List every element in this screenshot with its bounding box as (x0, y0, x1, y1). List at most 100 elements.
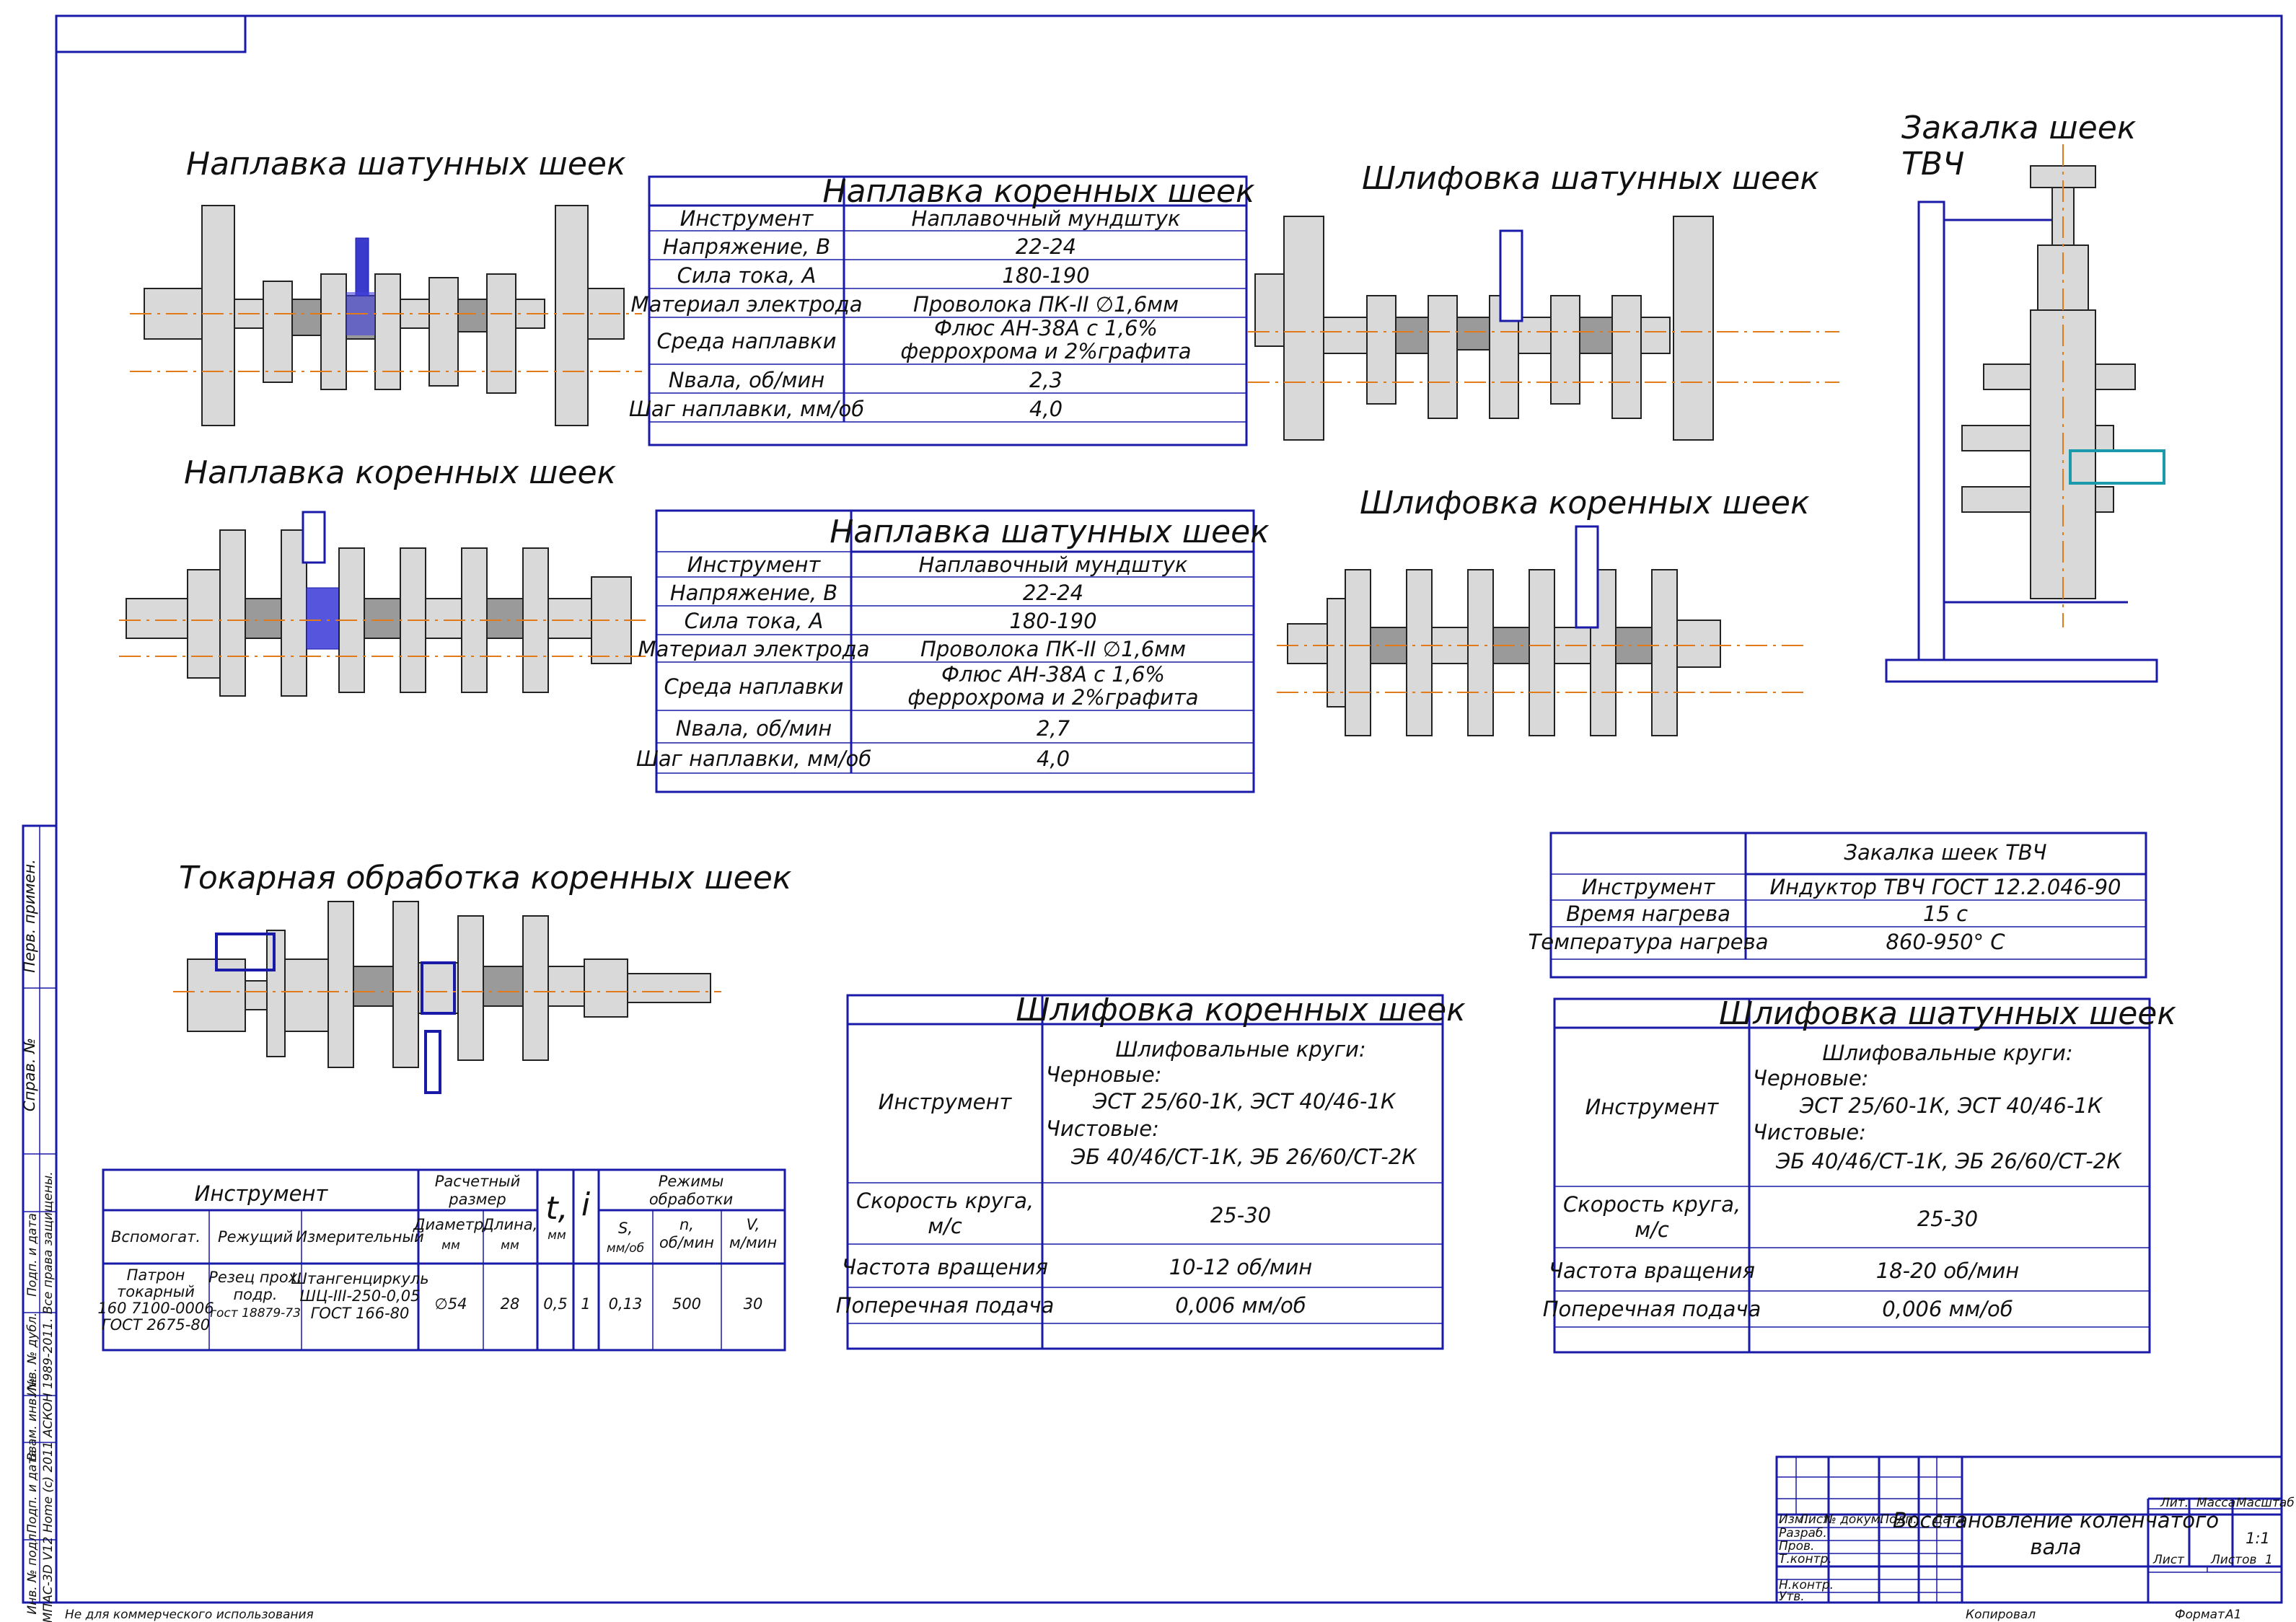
cell-value: Наплавочный мундштук (919, 552, 1188, 577)
cell-value: 22-24 (1023, 581, 1083, 605)
tb-role: Утв. (1779, 1590, 1805, 1604)
cell-label: Среда наплавки (664, 674, 844, 699)
cell-value: 10-12 об/мин (1169, 1255, 1313, 1279)
tb-name-2: вала (2030, 1535, 2081, 1559)
stamp-note: Не для коммерческого использования (65, 1608, 314, 1622)
cell-label: Скорость круга, (1563, 1192, 1741, 1217)
stamp-kompas: КОМПАС-3D V12 Home (c) 2011 АСКОН 1989-2… (41, 1171, 56, 1622)
cell-label: Шаг наплавки, мм/об (629, 397, 864, 421)
tb-role: Н.контр. (1779, 1578, 1834, 1592)
cell-value: 2,7 (1037, 716, 1070, 741)
th-v: V, (747, 1216, 760, 1233)
td-aux: 160 7100-0006 (97, 1300, 214, 1317)
td-cut: Резец прох. (208, 1269, 302, 1286)
table-weld-rod (655, 509, 1255, 793)
stamp-sprav: Справ. № (21, 1038, 38, 1111)
td-aux: Патрон (127, 1266, 185, 1284)
cell-label: Инструмент (1585, 1095, 1720, 1119)
cell-value: 180-190 (1002, 263, 1089, 288)
td-aux: ГОСТ 2675-80 (102, 1316, 210, 1334)
tb-lit: Лит. (2160, 1496, 2189, 1510)
cell-label: м/с (1635, 1217, 1669, 1242)
stamp-vzam: Взам. инв. № (25, 1378, 40, 1460)
th-modes: обработки (649, 1191, 733, 1208)
table-grind-rod-title: Шлифовка шатунных шеек (1719, 995, 2176, 1032)
cell-value: ЭБ 40/46/СТ-1К, ЭБ 26/60/СТ-2К (1775, 1149, 2122, 1173)
tb-name-1: Восстановление коленчатого (1893, 1508, 2219, 1533)
crankshaft-weld-main (119, 511, 646, 697)
title-grind-main: Шлифовка коренных шеек (1360, 485, 1810, 521)
cell-value: 15 с (1923, 902, 1968, 926)
tb-mass: Масса (2196, 1496, 2235, 1510)
th-aux: Вспомогат. (111, 1228, 201, 1246)
cell-value: Проволока ПК-II ∅1,6мм (913, 292, 1179, 317)
cell-value: ЭСТ 25/60-1К, ЭСТ 40/46-1К (1799, 1093, 2103, 1118)
cell-label: Инструмент (1582, 875, 1716, 899)
cell-label: Nвала, об/мин (669, 368, 824, 392)
tb-list: Лист (1798, 1512, 1831, 1527)
title-harden-1: Закалка шеек (1901, 110, 2137, 146)
td-meas: ГОСТ 166-80 (311, 1305, 410, 1322)
cell-label: Инструмент (680, 206, 814, 231)
td-meas: ШЦ-III-250-0,05 (300, 1287, 421, 1305)
td-t: 0,5 (543, 1295, 567, 1313)
stamp-podp2: Подп. и дата (25, 1450, 40, 1533)
cell-value: Чистовые: (1753, 1120, 1866, 1145)
th-t-unit: мм (547, 1228, 566, 1243)
cell-label: Частота вращения (1549, 1259, 1755, 1283)
td-aux: токарный (117, 1283, 195, 1300)
table-grind-main-title: Шлифовка коренных шеек (1016, 992, 1466, 1028)
cell-value: Наплавочный мундштук (912, 206, 1181, 231)
cell-label: Шаг наплавки, мм/об (636, 746, 871, 771)
th-v: м/мин (729, 1234, 777, 1251)
cell-value: Шлифовальные круги: (1115, 1037, 1365, 1062)
td-n: 500 (672, 1295, 701, 1313)
title-block (1775, 1455, 2283, 1604)
tb-format: Формат (2175, 1608, 2225, 1622)
cell-value: 2,3 (1029, 368, 1063, 392)
cell-label: Среда наплавки (657, 329, 837, 353)
cell-label: Напряжение, В (663, 234, 830, 259)
tb-sheets-val: 1 (2265, 1553, 2273, 1567)
th-meas: Измерительный (296, 1228, 424, 1246)
th-len: Длина, (482, 1216, 538, 1233)
cell-label: Материал электрода (631, 292, 863, 317)
table-weld-rod-title: Наплавка шатунных шеек (830, 514, 1270, 550)
cell-label: Частота вращения (842, 1255, 1048, 1279)
td-cut: гост 18879-73 (210, 1306, 301, 1321)
cell-label: Поперечная подача (1543, 1297, 1761, 1321)
sheet-frame (22, 14, 2283, 1604)
title-grind-rod: Шлифовка шатунных шеек (1362, 160, 1819, 197)
hardening-stand (1885, 144, 2165, 683)
crankshaft-grind-rod (1248, 216, 1839, 441)
tb-copied: Копировал (1966, 1608, 2036, 1622)
table-harden-title: Закалка шеек ТВЧ (1844, 840, 2046, 865)
table-weld-main (648, 175, 1248, 446)
table-harden (1549, 832, 2147, 979)
th-calc: Расчетный (435, 1173, 521, 1190)
cell-value: Черновые: (1046, 1062, 1161, 1087)
td-len: 28 (501, 1295, 520, 1313)
cell-value: 4,0 (1029, 397, 1063, 421)
table-turning (102, 1168, 786, 1352)
cell-label: Скорость круга, (856, 1189, 1034, 1213)
cell-value: 22-24 (1016, 234, 1076, 259)
cell-value: Проволока ПК-II ∅1,6мм (920, 637, 1186, 661)
cell-value: 0,006 мм/об (1175, 1293, 1306, 1318)
cell-value: Шлифовальные круги: (1822, 1041, 2072, 1065)
cell-label: Сила тока, А (685, 609, 824, 633)
table-grind-rod (1553, 997, 2151, 1354)
th-len: мм (501, 1238, 519, 1253)
cell-value: 180-190 (1009, 609, 1096, 633)
th-s: мм/об (607, 1241, 644, 1256)
td-i: 1 (581, 1295, 590, 1313)
title-weld-rod: Наплавка шатунных шеек (186, 146, 626, 182)
tb-sign: Подп. (1880, 1512, 1917, 1527)
cell-value: ЭБ 40/46/СТ-1К, ЭБ 26/60/СТ-2К (1070, 1145, 1417, 1169)
td-s: 0,13 (609, 1295, 643, 1313)
cell-value: Чистовые: (1046, 1116, 1159, 1141)
crankshaft-grind-main (1277, 525, 1803, 736)
cell-value: 18-20 об/мин (1876, 1259, 2020, 1283)
th-n: n, (679, 1216, 694, 1233)
